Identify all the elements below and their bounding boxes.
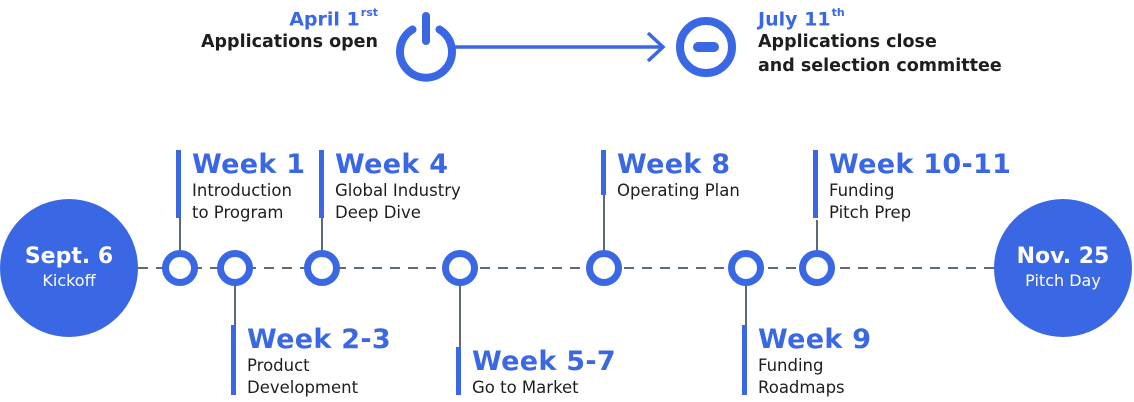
milestone-desc-line2: to Program [192,203,284,222]
milestone-week-2-3: Week 2-3 Product Development [231,324,391,397]
power-icon [396,12,456,82]
milestone-desc-line1: Global Industry [335,181,461,200]
milestone-week-8: Week 8 Operating Plan [601,149,740,200]
milestone-desc-line2: Development [247,378,359,397]
milestone-desc-line2: Pitch Prep [829,203,912,222]
milestone-title: Week 5-7 [472,346,616,377]
kickoff-date: Sept. 6 [24,244,114,269]
milestone-week-9: Week 9 Funding Roadmaps [742,324,872,397]
timeline-node-week-1 [162,250,198,286]
pitch-day-circle: Nov. 25 Pitch Day [994,199,1132,337]
milestone-title: Week 10-11 [829,149,1012,180]
milestone-desc-line1: Introduction [192,181,292,200]
timeline-node-week-2-3 [217,250,253,286]
milestone-desc-line1: Operating Plan [617,181,740,200]
milestone-title: Week 8 [617,149,731,180]
timeline-node-week-8 [586,250,622,286]
stop-icon [676,17,736,77]
milestone-desc-line1: Funding [758,356,824,375]
pitch-day-label: Pitch Day [1025,271,1101,290]
milestone-week-4: Week 4 Global Industry Deep Dive [319,149,461,222]
milestone-desc-line2: Roadmaps [758,378,845,397]
applications-close-date: July 11th [758,6,845,31]
milestone-title: Week 2-3 [247,324,391,355]
milestone-title: Week 1 [192,149,306,180]
kickoff-label: Kickoff [42,271,96,290]
timeline-node-week-10-11 [799,250,835,286]
milestone-title: Week 4 [335,149,449,180]
top-connector [396,12,736,82]
applications-close-label-line2: and selection committee [758,56,1002,77]
pitch-day-date: Nov. 25 [1016,244,1110,269]
milestone-desc-line1: Product [247,356,310,375]
arrow-right-icon [454,31,666,63]
applications-close-block: July 11th Applications close and selecti… [758,6,1002,78]
applications-open-label: Applications open [200,32,378,53]
applications-open-date: April 1rst [289,6,378,31]
milestone-title: Week 9 [758,324,872,355]
milestone-week-1: Week 1 Introduction to Program [176,149,306,222]
applications-open-block: April 1rst Applications open [200,6,378,54]
applications-close-label-line1: Applications close [758,32,937,53]
timeline-node-week-9 [728,250,764,286]
milestone-week-5-7: Week 5-7 Go to Market [456,346,616,397]
milestone-desc-line1: Go to Market [472,378,579,397]
milestone-week-10-11: Week 10-11 Funding Pitch Prep [813,149,1012,222]
kickoff-circle: Sept. 6 Kickoff [0,199,138,337]
milestone-desc-line2: Deep Dive [335,203,421,222]
timeline-node-week-4 [304,250,340,286]
timeline-node-week-5-7 [442,250,478,286]
milestone-desc-line1: Funding [829,181,895,200]
